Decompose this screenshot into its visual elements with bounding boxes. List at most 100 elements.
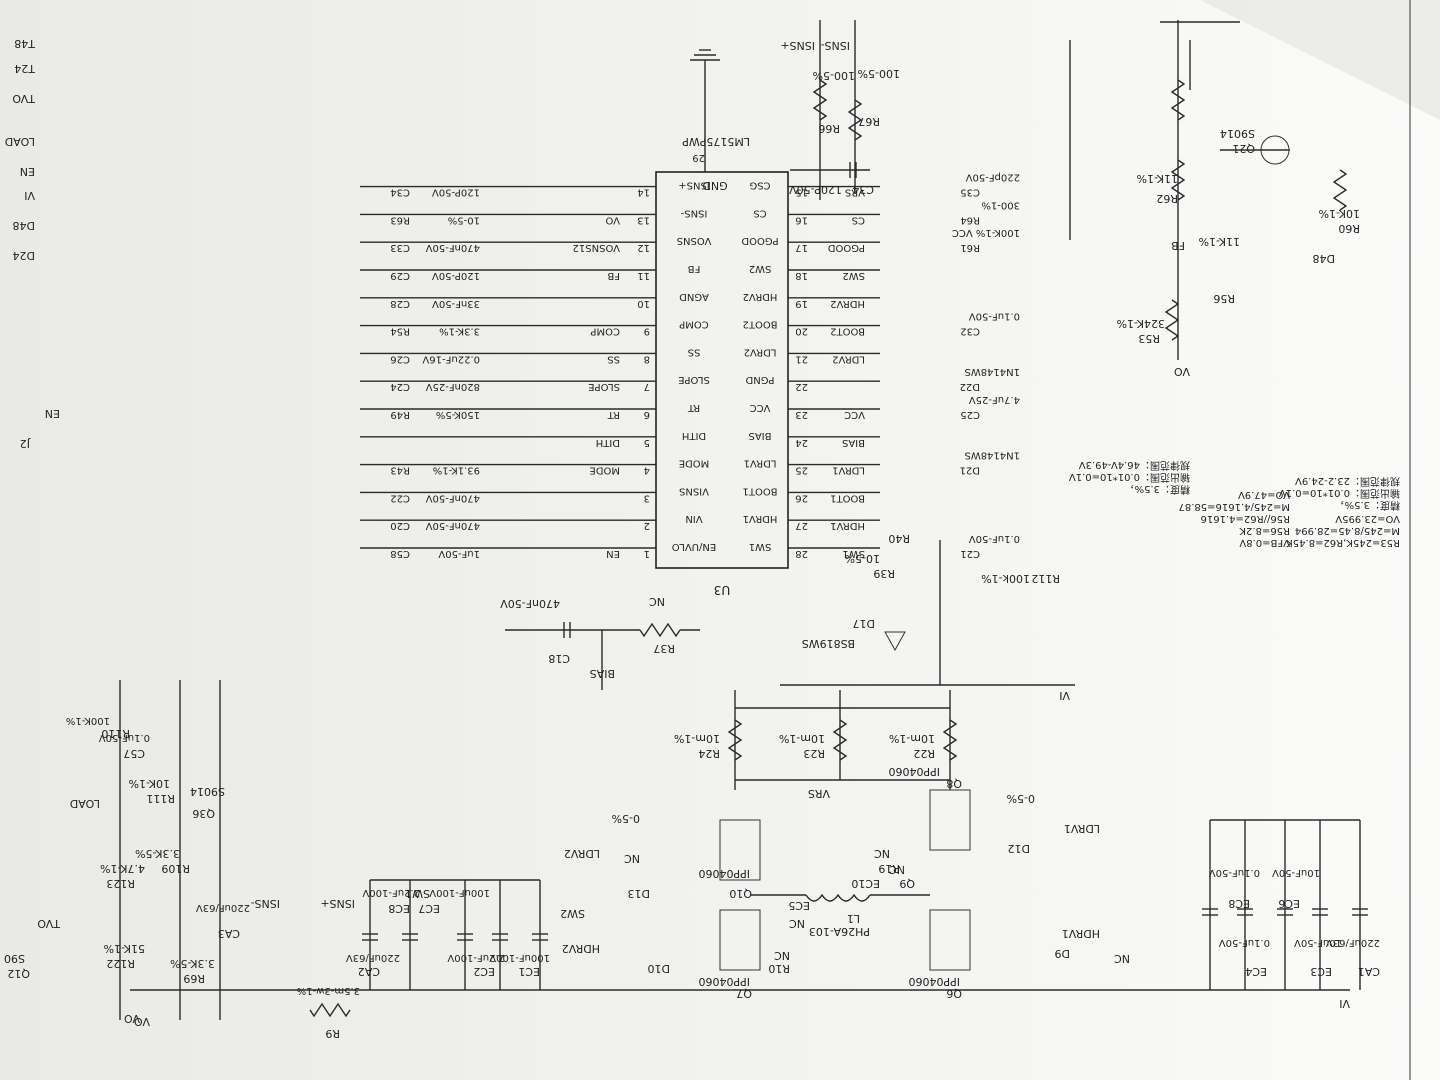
r67-ref: R67	[858, 115, 880, 128]
design-notes: VFB=0.8V R56=8.2K R56//R62=4.1616 M=245/…	[1069, 459, 1400, 548]
right-pin-number: 28	[795, 548, 808, 559]
ps-hdrv1-label: HDRV1	[1062, 927, 1100, 940]
bias-vi-label: VI	[1059, 689, 1070, 702]
r23-val: 10m-1%	[779, 732, 825, 745]
j2-ref: J2	[20, 437, 31, 450]
ec3-ref: EC3	[1310, 965, 1332, 978]
q10-mosfet	[719, 819, 761, 881]
right-pin-number: 27	[795, 520, 808, 531]
left-pin-number: 12	[637, 242, 650, 253]
right-net-label: VCC	[844, 409, 865, 420]
isns-plus-label: ISNS+	[780, 39, 815, 52]
conn-6: T24	[14, 62, 36, 75]
note-5: R53=245K,R62=8.45K	[1286, 537, 1400, 548]
left-part-ref: R49	[390, 409, 410, 420]
c34-ref: C34	[852, 183, 874, 196]
tvo-label: TVO	[37, 917, 61, 930]
q10-part: IPP04060	[698, 867, 750, 880]
left-part-value: 470nF-50V	[425, 520, 480, 531]
r0-label-1: 0-5%	[1007, 792, 1035, 805]
r10-ref: R10	[768, 962, 790, 975]
ca3-ref: CA3	[218, 927, 240, 940]
r40-ref: R40	[888, 532, 910, 545]
conn-5: TVO	[12, 92, 36, 105]
note-1: R56=8.2K	[1239, 525, 1290, 536]
left-pin-name: EN/UVLO	[672, 541, 717, 552]
r112-ref: R112	[1031, 572, 1060, 585]
note-3: M=245/4.1616=58.87	[1179, 501, 1290, 512]
right-pin-name: HDRV2	[743, 291, 778, 302]
right-part-ref: D21	[960, 465, 980, 476]
note-0: VFB=0.8V	[1239, 537, 1290, 548]
right-pin-name: SW2	[749, 263, 772, 274]
right-pin-name: LDRV2	[744, 346, 777, 357]
right-pin-number: 23	[795, 409, 808, 420]
left-net-label: SS	[607, 353, 620, 364]
bias-network: VI R37 NC C18 470nF-50V BIAS BS819WS D17…	[500, 532, 1075, 702]
r111-ref: R111	[146, 792, 175, 805]
right-pin-name: BOOT1	[743, 485, 778, 496]
left-pin-name: VIN	[685, 513, 702, 524]
right-pin-number: 25	[795, 465, 808, 476]
left-part-value: 820nF-25V	[425, 381, 480, 392]
isns-minus-label: ISNS-	[821, 39, 850, 52]
r22-ref: R22	[913, 747, 935, 760]
left-part-value: 120P-50V	[432, 270, 480, 281]
left-pin-name: VOSNS	[677, 235, 712, 246]
r123-val: 4.7K-1%	[100, 862, 145, 875]
power-stage: VI VO VRS SW1 SW2 LDRV1 HDRV1 LDRV2 HDRV…	[130, 690, 1380, 1040]
right-pin-name: BIAS	[749, 430, 772, 441]
right-pin-name: BOOT2	[743, 319, 778, 330]
l1-part: PH26A-103	[809, 925, 870, 938]
r62-ref: R62	[1156, 192, 1178, 205]
d17-part: BS819WS	[802, 637, 855, 650]
left-part-ref: C29	[390, 270, 410, 281]
ic-body	[655, 171, 789, 569]
left-part-value: 33nF-50V	[432, 298, 480, 309]
right-pin-number: 21	[795, 353, 808, 364]
left-net-label: VOSNS12	[573, 242, 620, 253]
left-net-label: COMP	[590, 326, 620, 337]
r123-ref: R123	[106, 877, 135, 890]
d17-diode-icon	[884, 631, 906, 652]
left-pin-number: 13	[637, 214, 650, 225]
conn-2: VI	[24, 189, 35, 202]
ec9-ref: EC8	[388, 902, 410, 915]
right-net-label: VRS	[845, 187, 865, 198]
left-part-value: 120P-50V	[432, 187, 480, 198]
left-pin-name: VISNS	[679, 485, 709, 496]
right-pin-number: 15	[795, 187, 808, 198]
r24-resistor	[727, 719, 743, 761]
right-pin-name: PGOOD	[741, 235, 779, 246]
c57-val: 0.1uF-50V	[99, 732, 150, 743]
r19-ref: R19	[878, 862, 900, 875]
left-pin-number: 2	[644, 520, 650, 531]
d12-ref: D12	[1008, 842, 1030, 855]
r0-label-2: 0-5%	[612, 812, 640, 825]
q21-transistor	[1260, 135, 1290, 165]
right-pin-number: 22	[795, 381, 808, 392]
right-part-ref: C21	[960, 548, 980, 559]
r37-resistor	[639, 622, 681, 638]
conn-0: D24	[13, 249, 35, 262]
note-9: 输出范围：0.01*10=0.1V	[1069, 471, 1190, 484]
right-pin-number: 18	[795, 270, 808, 281]
ic-gnd-num: 29	[692, 152, 705, 163]
right-net-label: LDRV1	[832, 465, 865, 476]
note-12: 输出范围：0.01*10=0.1V	[1279, 487, 1400, 500]
left-part-ref: R63	[390, 214, 410, 225]
left-part-value: 470nF-50V	[425, 492, 480, 503]
r56-ref: R56	[1213, 292, 1235, 305]
r69-val: 3.3K-5%	[170, 957, 215, 970]
ec3-val: 10uF-50V	[1294, 937, 1342, 948]
q7-mosfet	[719, 909, 761, 971]
right-part-ref: C25	[960, 409, 980, 420]
ca2-ref: CA2	[358, 965, 380, 978]
c18-val: 470nF-50V	[500, 597, 560, 610]
output-capacitors: EC1 100uF-100V EC2 2.2uF-100V EC7 100uF-…	[297, 879, 550, 1040]
left-net-label: VO	[605, 214, 620, 225]
